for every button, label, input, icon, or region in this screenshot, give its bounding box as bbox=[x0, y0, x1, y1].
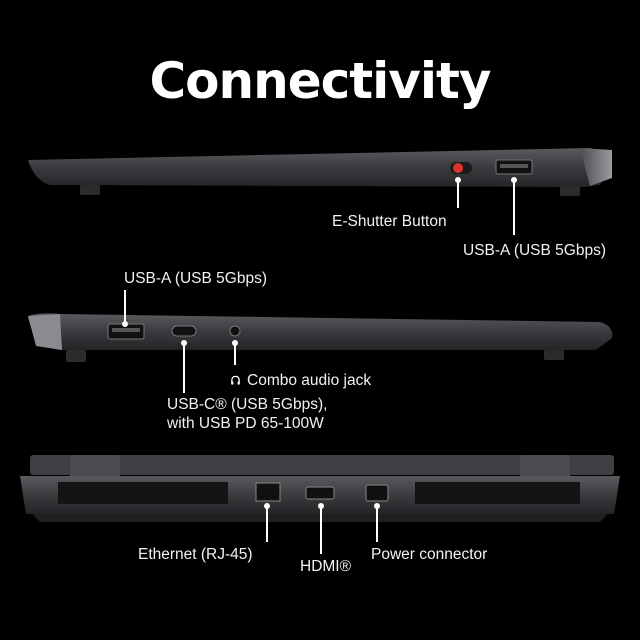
callout-line-usb-c bbox=[183, 343, 185, 393]
callout-dot bbox=[122, 321, 128, 327]
hdmi-port bbox=[305, 486, 335, 500]
laptop-right-side-view bbox=[28, 148, 612, 196]
callout-line-usb-a-left bbox=[124, 290, 126, 324]
callout-line-hdmi bbox=[320, 506, 322, 554]
callout-line-audio bbox=[234, 343, 236, 365]
label-combo-audio-jack: Combo audio jack bbox=[230, 372, 371, 390]
callout-line-power bbox=[376, 506, 378, 542]
audio-jack-port bbox=[229, 325, 241, 337]
callout-line-e-shutter bbox=[457, 180, 459, 208]
combo-audio-text: Combo audio jack bbox=[247, 372, 372, 389]
laptop-rear-view bbox=[20, 455, 620, 522]
label-usb-c-line2: with USB PD 65-100W bbox=[167, 415, 324, 432]
callout-line-usb-a-right bbox=[513, 180, 515, 235]
ethernet-port bbox=[255, 482, 281, 502]
label-usb-c-line1: USB-C® (USB 5Gbps), bbox=[167, 396, 328, 413]
power-port bbox=[365, 484, 389, 502]
usb-c-port bbox=[171, 325, 197, 337]
label-usb-a-left: USB-A (USB 5Gbps) bbox=[124, 270, 267, 287]
laptop-left-side-view bbox=[28, 313, 613, 362]
page-title: Connectivity bbox=[149, 52, 491, 110]
callout-line-ethernet bbox=[266, 506, 268, 542]
label-usb-a-right: USB-A (USB 5Gbps) bbox=[463, 242, 606, 259]
label-e-shutter-button: E-Shutter Button bbox=[332, 213, 447, 230]
label-hdmi: HDMI® bbox=[300, 558, 352, 575]
label-power-connector: Power connector bbox=[371, 546, 488, 563]
label-ethernet: Ethernet (RJ-45) bbox=[138, 546, 253, 563]
headphone-icon bbox=[230, 372, 242, 390]
